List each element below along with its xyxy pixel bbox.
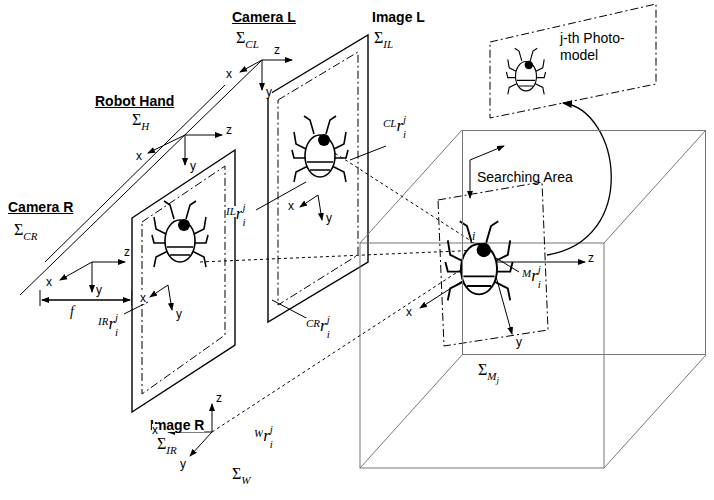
frame-label: y bbox=[176, 308, 182, 320]
frame-label: y bbox=[96, 284, 102, 296]
frame-label: f bbox=[70, 305, 74, 319]
frame-label: M bbox=[522, 268, 531, 279]
frame-label: r bbox=[531, 267, 538, 284]
photo-model-plane: j-th Photo-model bbox=[488, 2, 658, 120]
frame-label: x bbox=[226, 68, 232, 80]
frame-label: x bbox=[152, 424, 158, 436]
frame-label: Σ bbox=[478, 362, 487, 378]
frame-label: Σ bbox=[132, 112, 141, 128]
frame-label: W bbox=[254, 428, 263, 439]
frame-label: j bbox=[538, 264, 541, 275]
frame-label: CR bbox=[23, 231, 37, 242]
frame-label: Σ bbox=[374, 30, 383, 46]
frame-label: r bbox=[320, 317, 327, 334]
frame-label: r bbox=[108, 315, 115, 332]
frame-label: y bbox=[266, 86, 272, 98]
frame-label: M bbox=[487, 371, 496, 382]
frame-label: i bbox=[403, 129, 406, 140]
frame-label: i bbox=[327, 329, 330, 340]
frame-label: z bbox=[226, 124, 232, 136]
frame-label: y bbox=[516, 336, 522, 348]
frame-label: j bbox=[242, 202, 245, 213]
frame-label: j bbox=[327, 314, 330, 325]
frame-label: IR bbox=[98, 316, 108, 327]
frame-label: z bbox=[588, 252, 594, 264]
frame-label: Robot Hand bbox=[95, 94, 174, 108]
node-text: j-th Photo-model bbox=[560, 30, 650, 64]
frame-label: IL bbox=[226, 206, 236, 217]
frame-label: Σ bbox=[157, 436, 166, 452]
frame-label: Σ bbox=[236, 30, 245, 46]
frame-label: Image R bbox=[150, 418, 204, 432]
frame-label: CR bbox=[306, 318, 320, 329]
frame-label: IR bbox=[166, 445, 176, 456]
frame-label: j bbox=[403, 114, 406, 125]
frame-label: x bbox=[406, 306, 412, 318]
frame-label: z bbox=[124, 246, 130, 258]
frame-label: i bbox=[538, 279, 541, 290]
frame-label: x bbox=[288, 200, 294, 212]
frame-label: i bbox=[472, 230, 475, 242]
frame-label: i bbox=[115, 327, 118, 338]
frame-label: y bbox=[180, 458, 186, 470]
frame-label: x bbox=[46, 276, 52, 288]
frame-label: y bbox=[190, 160, 196, 172]
node-text: Searching Area bbox=[477, 169, 705, 186]
frame-label: r bbox=[236, 205, 243, 222]
frame-label: i bbox=[270, 439, 273, 450]
frame-label: Camera R bbox=[8, 200, 73, 214]
frame-label: j bbox=[115, 312, 118, 323]
frame-label: Camera L bbox=[232, 10, 296, 24]
frame-label: W bbox=[241, 475, 250, 486]
frame-label: CL bbox=[245, 39, 258, 50]
frame-label: x bbox=[136, 150, 142, 162]
frame-label: z bbox=[274, 44, 280, 56]
frame-label: Σ bbox=[14, 222, 23, 238]
frame-label: x bbox=[140, 292, 146, 304]
frame-label: z bbox=[216, 392, 222, 404]
frame-label: H bbox=[141, 121, 149, 132]
frame-label: Σ bbox=[232, 466, 241, 482]
frame-label: i bbox=[242, 217, 245, 228]
frame-label: y bbox=[326, 212, 332, 224]
frame-label: j bbox=[496, 376, 499, 385]
frame-label: r bbox=[263, 427, 270, 444]
search-area-box: Searching Area bbox=[462, 130, 706, 355]
frame-label: r bbox=[396, 117, 403, 134]
frame-label: CL bbox=[383, 118, 396, 129]
frame-label: Image L bbox=[372, 10, 425, 24]
frame-label: j bbox=[270, 424, 273, 435]
frame-label: IL bbox=[383, 39, 393, 50]
